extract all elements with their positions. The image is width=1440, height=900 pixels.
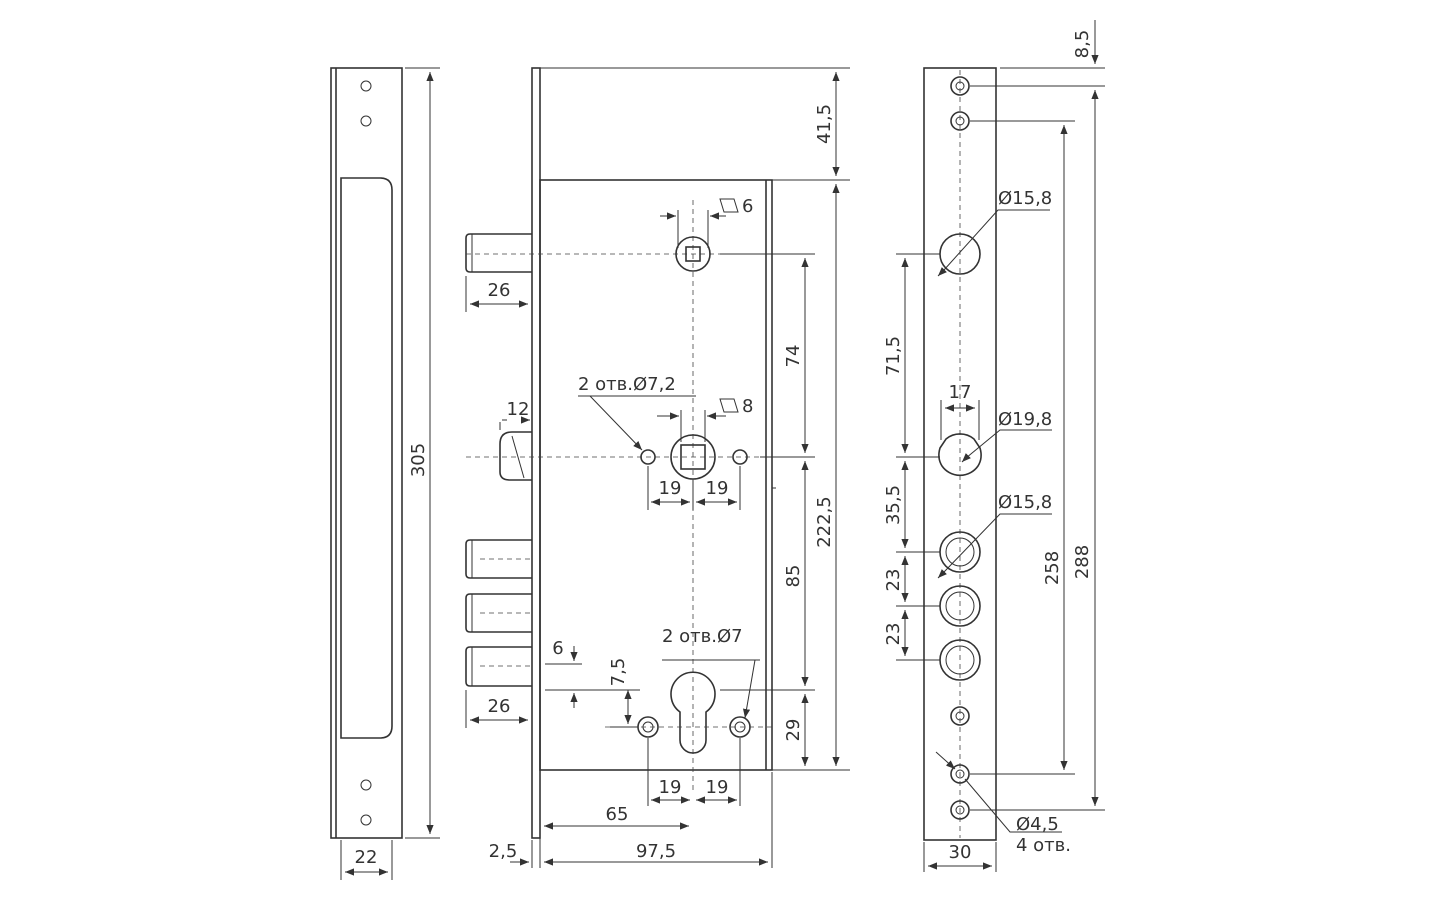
dim-6: 6	[552, 638, 563, 659]
strike-screw-hole	[360, 814, 372, 826]
deadbolt	[465, 539, 532, 579]
dim-faceplate-thickness: 2,5	[489, 841, 518, 862]
strike-plate-window	[340, 177, 393, 739]
deadbolt	[465, 593, 532, 633]
dim-hole-spacing: 19	[659, 478, 682, 499]
faceplate-screw-hole	[950, 800, 970, 820]
dim-288: 288	[1072, 545, 1093, 579]
dim-latch-length: 12	[507, 399, 530, 420]
dim-29: 29	[783, 719, 804, 742]
faceplate-view: Ø15,8 Ø19,8 17 Ø15,8 71,5 35,5 23 23	[883, 20, 1105, 872]
dim-diameter-15-8-mid: Ø15,8	[998, 492, 1052, 513]
strike-plate-view: 305 22	[330, 67, 440, 880]
dim-bolt-length-bottom: 26	[488, 696, 511, 717]
dim-cylinder-hole-spacing: 19	[706, 777, 729, 798]
square-8-hole	[680, 444, 706, 470]
dim-7-5: 7,5	[608, 658, 629, 687]
dim-222-5: 222,5	[814, 496, 835, 548]
strike-screw-hole	[360, 779, 372, 791]
dim-17: 17	[949, 382, 972, 403]
top-deadbolt	[465, 233, 532, 273]
dim-diameter-4-5: Ø4,5	[1016, 814, 1059, 835]
dim-bolt-length-top: 26	[488, 280, 511, 301]
strike-screw-hole	[360, 80, 372, 92]
faceplate-screw-hole	[950, 111, 970, 131]
lock-faceplate	[531, 67, 541, 839]
dim-square-8: 8	[742, 396, 753, 417]
dim-23-b: 23	[883, 623, 904, 646]
lock-case	[539, 179, 773, 771]
strike-screw-hole	[360, 115, 372, 127]
dim-74: 74	[783, 345, 804, 368]
dim-85: 85	[783, 565, 804, 588]
latch-bolt	[499, 431, 532, 481]
dim-diameter-15-8-top: Ø15,8	[998, 188, 1052, 209]
dim-23-a: 23	[883, 569, 904, 592]
dim-258: 258	[1042, 551, 1063, 585]
dim-35-5: 35,5	[883, 485, 904, 525]
deadbolt	[465, 646, 532, 687]
dim-body-depth: 97,5	[636, 841, 676, 862]
mounting-hole-7-2	[640, 449, 656, 465]
dim-faceplate-width: 30	[949, 842, 972, 863]
dim-cylinder-hole-spacing: 19	[659, 777, 682, 798]
dim-strike-height: 305	[408, 443, 429, 477]
lock-body-view: 6 8 2 отв.Ø7,2 12 19 19 26 26	[465, 67, 850, 868]
dim-8-5: 8,5	[1072, 30, 1093, 59]
label-4-holes: 4 отв.	[1016, 835, 1071, 856]
spindle-hub-handle	[670, 434, 716, 480]
dim-strike-width: 22	[355, 847, 378, 868]
spindle-hub-top	[675, 236, 711, 272]
faceplate-screw-hole	[950, 76, 970, 96]
square-6-hole	[685, 246, 701, 262]
cylinder-cutout	[670, 671, 716, 754]
latch-opening	[938, 433, 982, 477]
mounting-hole-7-2	[732, 449, 748, 465]
label-holes-7: 2 отв.Ø7	[662, 626, 743, 647]
faceplate-outline	[923, 67, 997, 841]
dim-backset-65: 65	[606, 804, 629, 825]
dim-41-5: 41,5	[814, 104, 835, 144]
dim-71-5: 71,5	[883, 336, 904, 376]
label-holes-7-2: 2 отв.Ø7,2	[578, 374, 676, 395]
dim-square-6: 6	[742, 196, 753, 217]
faceplate-screw-hole	[950, 706, 970, 726]
dim-diameter-19-8: Ø19,8	[998, 409, 1052, 430]
faceplate-screw-hole	[950, 764, 970, 784]
strike-plate-outline	[330, 67, 403, 839]
dim-hole-spacing: 19	[706, 478, 729, 499]
